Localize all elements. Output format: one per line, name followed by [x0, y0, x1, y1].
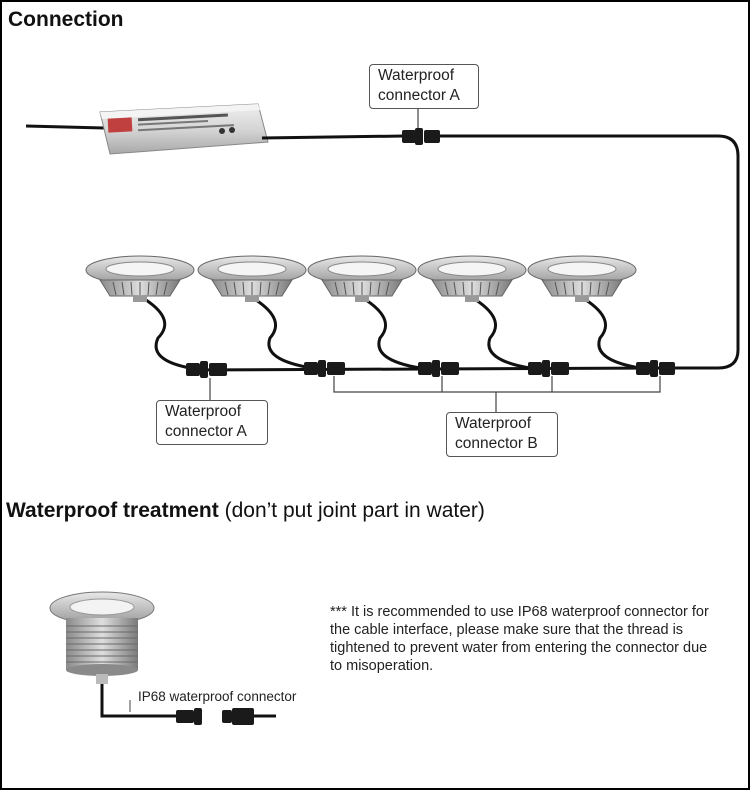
connector-a-bottom: [186, 361, 227, 378]
underground-lights: [85, 255, 637, 302]
light-icon: [527, 255, 637, 302]
callout-line: Waterproof: [165, 403, 242, 420]
callout-connector-a-bottom: Waterproof connector A: [156, 400, 268, 445]
connector-b-3: [528, 360, 569, 377]
light-icon: [85, 255, 195, 302]
section-title-connection: Connection: [8, 8, 124, 31]
callout-connector-a-top: Waterproof connector A: [369, 64, 479, 109]
callout-line: connector A: [165, 423, 247, 440]
ip68-connector-icon: [176, 708, 254, 725]
connector-b-1: [304, 360, 345, 377]
single-light-icon: [49, 591, 155, 684]
power-supply-icon: [99, 103, 269, 155]
ip68-label: IP68 waterproof connector: [138, 689, 297, 704]
section-title-sub: (don’t put joint part in water): [224, 499, 485, 522]
callout-line: Waterproof: [378, 67, 455, 84]
single-light-cable: [100, 684, 180, 718]
connector-b-4: [636, 360, 675, 377]
drop-cables: [145, 298, 641, 370]
connector-a-top: [402, 108, 440, 145]
light-icon: [307, 255, 417, 302]
callout-connector-b: Waterproof connector B: [446, 412, 558, 457]
bus-connectors: [186, 360, 675, 378]
section-title-main: Waterproof treatment: [6, 499, 219, 522]
light-icon: [417, 255, 527, 302]
mains-cable: [25, 124, 105, 130]
section-title-waterproof: Waterproof treatment (don’t put joint pa…: [6, 499, 485, 523]
psu-output-cable: [261, 134, 405, 140]
callout-line: Waterproof: [455, 415, 532, 432]
trunk-cable: [440, 134, 740, 370]
recommendation-note: *** It is recommended to use IP68 waterp…: [330, 604, 709, 674]
connector-b-bracket: [333, 376, 661, 413]
callout-line: connector B: [455, 435, 538, 452]
callout-line: connector A: [378, 87, 460, 104]
light-icon: [197, 255, 307, 302]
connector-b-2: [418, 360, 459, 377]
